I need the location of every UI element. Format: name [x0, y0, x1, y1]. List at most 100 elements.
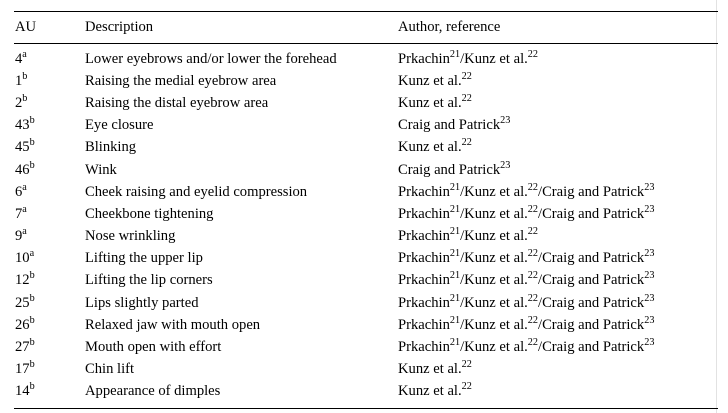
au-number: 46: [15, 161, 30, 178]
au-footnote-marker: a: [22, 204, 27, 216]
citation-reference: 22: [461, 381, 472, 393]
citation-reference: 23: [644, 270, 655, 282]
author-separator: /: [538, 205, 543, 222]
cell-au: 43b: [14, 115, 85, 137]
citation-reference: 21: [449, 270, 461, 282]
author-name: Craig and Patrick: [542, 205, 645, 222]
citation-reference: 22: [527, 48, 539, 60]
citation-reference: 23: [644, 181, 655, 193]
author-name: Kunz et al.: [398, 72, 462, 89]
au-number: 12: [15, 272, 30, 289]
citation-reference: 22: [527, 226, 539, 238]
cell-author-reference: Kunz et al.22: [398, 358, 718, 380]
author-name: Prkachin: [398, 294, 450, 311]
author-name: Prkachin: [398, 316, 450, 333]
cell-au: 17b: [14, 358, 85, 380]
au-footnote-marker: b: [29, 270, 35, 282]
cell-au: 10a: [14, 248, 85, 270]
cell-au: 7a: [14, 203, 85, 225]
au-number: 10: [15, 250, 30, 267]
au-number: 26: [15, 316, 30, 333]
cell-description: Relaxed jaw with mouth open: [85, 316, 261, 333]
cell-description: Lifting the lip corners: [85, 272, 213, 289]
author-separator: /: [460, 205, 465, 222]
au-number: 1: [15, 72, 23, 89]
citation-reference: 21: [449, 248, 461, 260]
au-number: 4: [15, 50, 23, 67]
cell-description: Mouth open with effort: [85, 338, 222, 355]
au-number: 7: [15, 205, 23, 222]
author-name: Kunz et al.: [464, 183, 528, 200]
au-footnote-marker: b: [29, 336, 35, 348]
column-header-au: AU: [14, 11, 85, 44]
au-number: 2: [15, 95, 23, 112]
citation-reference: 21: [449, 314, 461, 326]
citation-reference: 23: [644, 314, 655, 326]
cell-description: Eye closure: [85, 117, 154, 134]
author-name: Craig and Patrick: [542, 294, 645, 311]
author-separator: /: [538, 294, 543, 311]
author-name: Prkachin: [398, 250, 450, 267]
citation-reference: 22: [527, 248, 539, 260]
citation-reference: 23: [644, 204, 655, 216]
cell-author-reference: Prkachin21/Kunz et al.22/Craig and Patri…: [398, 248, 718, 270]
au-number: 43: [15, 117, 30, 134]
cell-au: 4a: [14, 43, 85, 70]
author-name: Kunz et al.: [398, 360, 462, 377]
cell-description: Chin lift: [85, 360, 135, 377]
author-name: Prkachin: [398, 228, 450, 245]
author-separator: /: [460, 228, 465, 245]
author-name: Kunz et al.: [464, 338, 528, 355]
citation-reference: 22: [461, 359, 472, 371]
cell-au: 26b: [14, 314, 85, 336]
table-header: AU Description Author, reference: [14, 11, 718, 44]
author-name: Craig and Patrick: [542, 338, 645, 355]
au-footnote-marker: a: [29, 248, 35, 260]
au-footnote-marker: b: [29, 292, 35, 304]
author-name: Craig and Patrick: [542, 316, 645, 333]
cell-author-reference: Prkachin21/Kunz et al.22: [398, 225, 718, 247]
author-name: Kunz et al.: [464, 250, 528, 267]
cell-author-reference: Kunz et al.22: [398, 70, 718, 92]
page-edge-line: [716, 0, 717, 413]
cell-description: Nose wrinkling: [85, 228, 176, 245]
cell-description: Cheekbone tightening: [85, 205, 214, 222]
author-name: Kunz et al.: [398, 383, 462, 400]
author-separator: /: [538, 250, 543, 267]
citation-reference: 21: [449, 336, 461, 348]
cell-description: Lifting the upper lip: [85, 250, 203, 267]
cell-description: Lower eyebrows and/or lower the forehead: [85, 50, 337, 67]
author-separator: /: [460, 250, 465, 267]
citation-reference: 21: [449, 226, 461, 238]
citation-reference: 22: [527, 270, 539, 282]
citation-reference: 23: [500, 115, 511, 127]
citation-reference: 21: [449, 292, 461, 304]
author-name: Kunz et al.: [464, 228, 528, 245]
citation-reference: 23: [500, 159, 511, 171]
citation-reference: 22: [461, 137, 472, 149]
author-separator: /: [460, 50, 465, 67]
au-footnote-marker: b: [29, 381, 35, 393]
cell-au: 27b: [14, 336, 85, 358]
au-footnote-marker: a: [22, 181, 27, 193]
citation-reference: 22: [461, 71, 472, 83]
author-name: Craig and Patrick: [398, 117, 501, 134]
author-name: Craig and Patrick: [542, 250, 645, 267]
cell-description: Raising the distal eyebrow area: [85, 95, 269, 112]
column-header-author: Author, reference: [398, 11, 718, 44]
author-separator: /: [538, 316, 543, 333]
citation-reference: 22: [527, 204, 539, 216]
cell-au: 6a: [14, 181, 85, 203]
cell-description: Raising the medial eyebrow area: [85, 72, 277, 89]
